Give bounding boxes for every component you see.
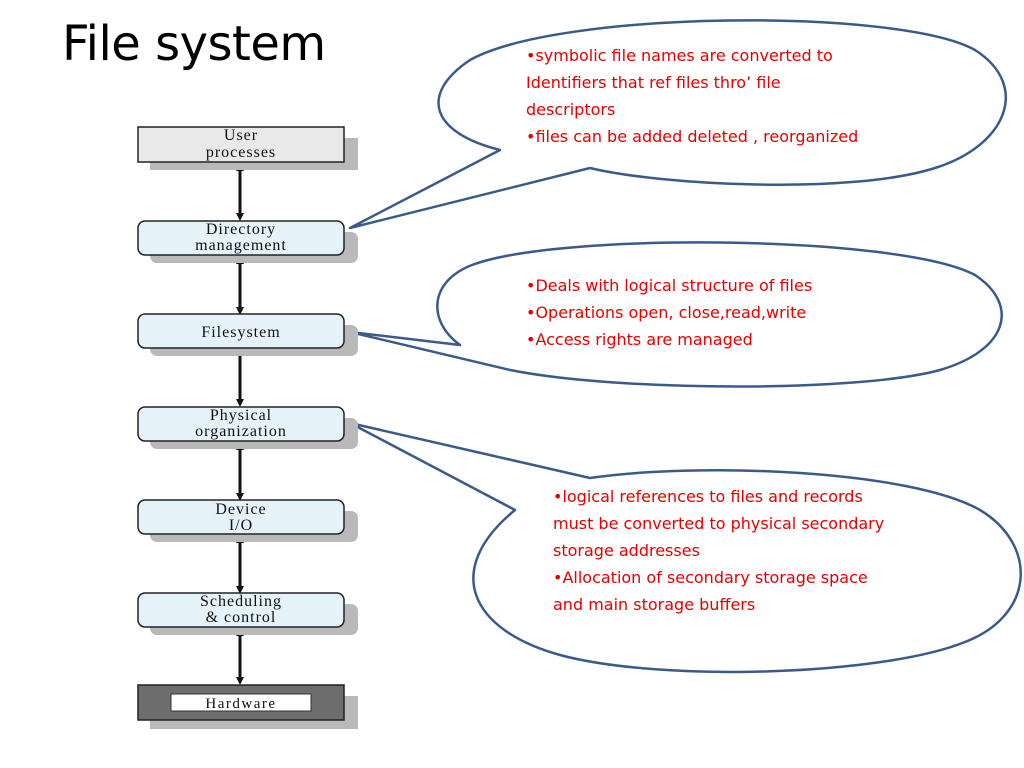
filesystem-callout-text: •Deals with logical structure of files •… (526, 272, 812, 353)
callout-line: descriptors (526, 100, 616, 119)
layer-label-line-1: Scheduling (200, 593, 282, 610)
callout-line: •Deals with logical structure of files (526, 276, 813, 295)
layer-label-line-2: organization (195, 423, 287, 440)
layer-label-line-1: Directory (206, 221, 276, 238)
layer-label-line-2: & control (206, 609, 277, 626)
page-title: File system (62, 16, 326, 72)
layer-device-io: Device I/O (137, 499, 358, 542)
physical-callout-bubble (348, 421, 1022, 674)
layer-filesystem: Filesystem (137, 313, 358, 356)
layer-label-line-2: processes (206, 144, 276, 161)
layer-scheduling-control: Scheduling & control (137, 592, 358, 635)
callout-line: storage addresses (553, 541, 700, 560)
callout-line: Identifiers that ref files thro’ file (526, 73, 781, 92)
callout-line: •Allocation of secondary storage space (553, 568, 868, 587)
layer-user-processes: User processes (137, 126, 358, 170)
callout-line: •Operations open, close,read,write (526, 303, 807, 322)
layer-label-line-1: Physical (210, 407, 272, 424)
layer-box (137, 313, 345, 349)
callout-line: •Access rights are managed (526, 330, 753, 349)
callout-line: •logical references to files and records (553, 487, 863, 506)
layer-label-line-2: management (195, 237, 287, 254)
layer-hardware: Hardware (137, 684, 358, 729)
layer-label-line-1: Filesystem (201, 324, 280, 341)
callout-line: •files can be added deleted , reorganize… (526, 127, 859, 146)
callout-line: and main storage buffers (553, 595, 756, 614)
layer-label-line-2: I/O (229, 517, 253, 534)
layer-box (137, 592, 345, 628)
layer-directory-management: Directory management (137, 220, 358, 263)
layer-label-line-1: Hardware (205, 696, 276, 712)
layer-label-line-1: Device (215, 501, 266, 518)
callout-line: must be converted to physical secondary (553, 514, 885, 533)
directory-callout-text: •symbolic file names are converted to Id… (526, 42, 858, 150)
filesystem-callout-bubble (348, 241, 1003, 388)
layer-physical-organization: Physical organization (137, 406, 358, 449)
directory-callout-bubble (348, 19, 1007, 230)
hardware-label-plate (170, 693, 312, 712)
layer-box (137, 220, 345, 256)
layer-box (137, 499, 345, 535)
layer-box (137, 406, 345, 442)
physical-callout-text: •logical references to files and records… (553, 483, 884, 618)
layer-box (137, 126, 345, 163)
callout-line: •symbolic file names are converted to (526, 46, 833, 65)
layer-label-line-1: User (224, 127, 258, 144)
